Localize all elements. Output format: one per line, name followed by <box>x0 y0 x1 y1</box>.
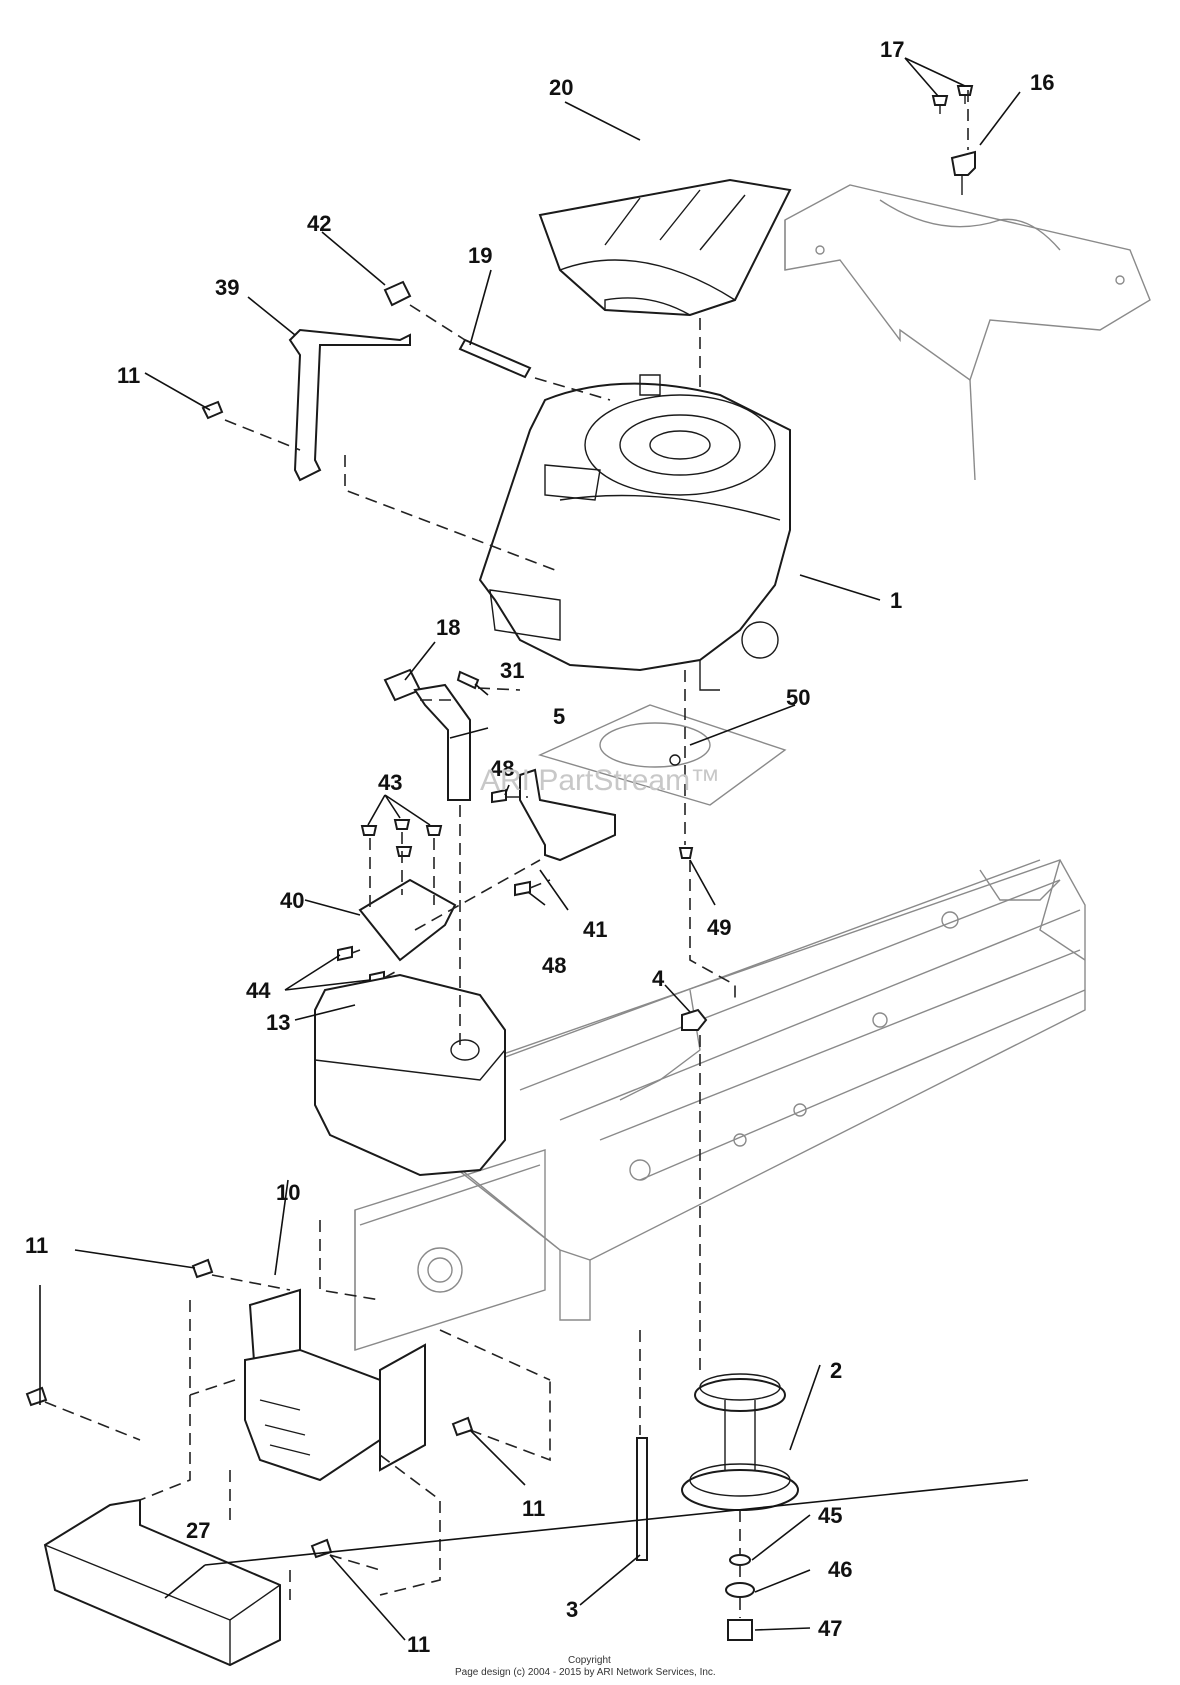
callout-2: 2 <box>830 1358 842 1383</box>
callout-20: 20 <box>549 75 573 100</box>
callout-47: 47 <box>818 1616 842 1641</box>
footer-copyright: Copyright <box>568 1655 611 1666</box>
callout-13: 13 <box>266 1010 290 1035</box>
callout-39: 39 <box>215 275 239 300</box>
part-39-bracket <box>288 328 411 482</box>
callout-48-b: 48 <box>542 953 566 978</box>
callout-45: 45 <box>818 1503 842 1528</box>
callout-31: 31 <box>500 658 524 683</box>
callout-3: 3 <box>566 1597 578 1622</box>
part-5-exhaust-pipe <box>413 683 471 801</box>
callout-48-a: 48 <box>490 756 514 781</box>
callout-43: 43 <box>378 770 402 795</box>
part-13-muffler <box>314 973 506 1177</box>
part-49-screw <box>678 847 694 859</box>
callout-labels: 1 2 3 4 5 10 11 11 11 11 11 13 16 17 18 … <box>25 37 1054 1657</box>
callout-49: 49 <box>707 915 731 940</box>
part-10-bracket <box>244 1288 426 1482</box>
callout-11-a: 11 <box>117 363 140 388</box>
callout-11-e: 11 <box>407 1632 430 1657</box>
part-46-lockwasher <box>725 1582 755 1598</box>
callout-50: 50 <box>786 685 810 710</box>
watermark: ARI PartStream™ <box>480 764 720 797</box>
part-43-screws <box>360 819 443 857</box>
part-45-washer <box>729 1554 751 1566</box>
assembly-lines <box>44 90 969 1618</box>
callout-18: 18 <box>436 615 460 640</box>
footer-page-design: Page design (c) 2004 - 2015 by ARI Netwo… <box>455 1667 716 1678</box>
callout-4: 4 <box>652 966 665 991</box>
callout-5: 5 <box>553 704 565 729</box>
part-50-plate <box>537 704 787 806</box>
callout-44: 44 <box>246 978 271 1003</box>
part-48-screw-a <box>491 788 507 804</box>
part-20-shroud <box>538 178 792 317</box>
part-27-cover <box>43 1498 281 1667</box>
leader-lines <box>39 57 1029 1641</box>
part-1-engine <box>478 374 791 691</box>
callout-11-d: 11 <box>522 1496 545 1521</box>
callout-42: 42 <box>307 211 331 236</box>
part-18-gasket <box>383 668 422 702</box>
callout-10: 10 <box>276 1180 300 1205</box>
callout-27: 27 <box>186 1518 210 1543</box>
part-47-bolt <box>727 1619 753 1641</box>
callout-46: 46 <box>828 1557 852 1582</box>
dash-panel <box>784 184 1151 481</box>
part-16-choke <box>950 150 976 195</box>
callout-19: 19 <box>468 243 492 268</box>
callout-40: 40 <box>280 888 304 913</box>
part-42-nut <box>383 280 412 307</box>
callout-11-b: 11 <box>25 1233 48 1258</box>
callout-1: 1 <box>890 588 902 613</box>
part-41-bracket <box>519 768 616 862</box>
part-40-shield <box>358 878 457 962</box>
part-4-nut <box>681 1008 708 1031</box>
part-17-screws <box>931 85 974 114</box>
frame-chassis <box>354 859 1086 1351</box>
callout-17: 17 <box>880 37 904 62</box>
part-48-screw-b <box>514 880 531 897</box>
part-3-rod <box>636 1437 648 1561</box>
callout-16: 16 <box>1030 70 1054 95</box>
part-2-pulley <box>681 1373 799 1511</box>
part-19-rod <box>458 338 532 379</box>
callout-41: 41 <box>583 917 607 942</box>
part-31-bolt <box>456 670 480 690</box>
